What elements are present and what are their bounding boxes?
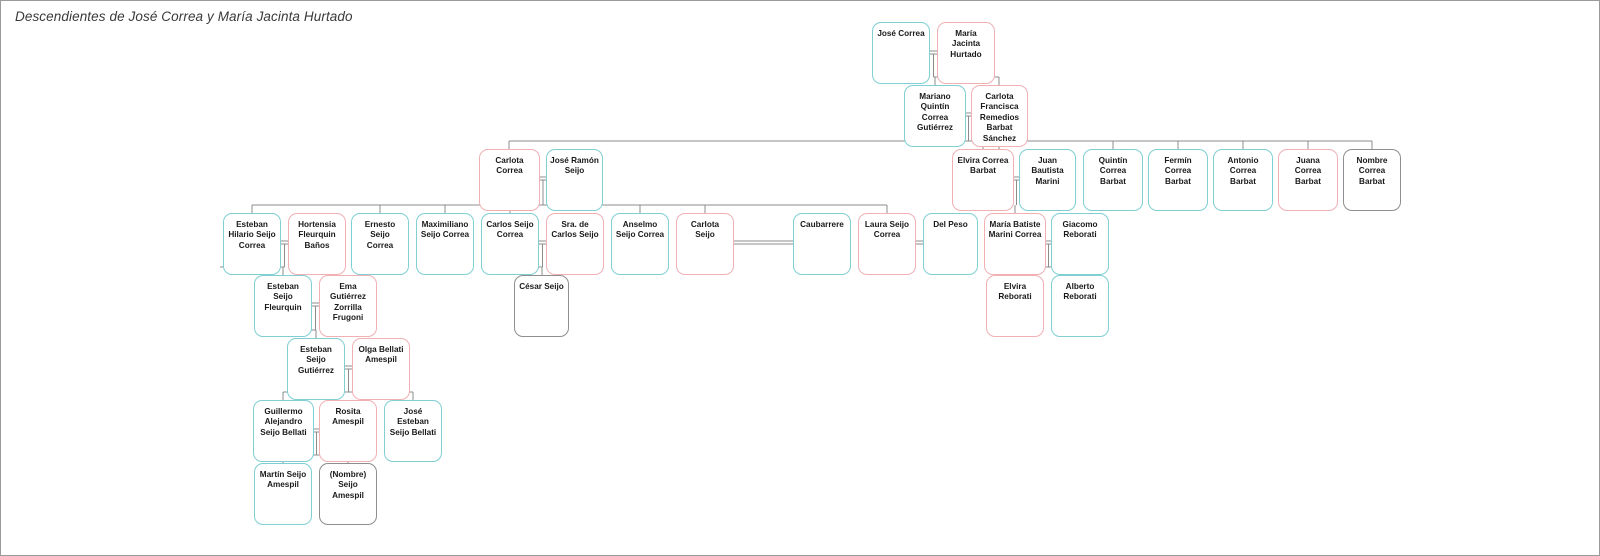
person-node[interactable]: Juana Correa Barbat [1278,149,1338,211]
person-node[interactable]: María Batiste Marini Correa [984,213,1046,275]
person-node[interactable]: Quintín Correa Barbat [1083,149,1143,211]
person-node[interactable]: Carlota Francisca Remedios Barbat Sánche… [971,85,1028,147]
person-name-label: Laura Seijo Correa [864,220,910,240]
person-node[interactable]: Esteban Hilario Seijo Correa [223,213,281,275]
person-node[interactable]: Alberto Reborati [1051,275,1109,337]
person-name-label: Maximiliano Seijo Correa [420,220,470,240]
person-node[interactable]: José Ramón Seijo [546,149,603,211]
person-name-label: César Seijo [519,282,564,291]
person-node[interactable]: Mariano Quintín Correa Gutiérrez [904,85,966,147]
person-name-label: Guillermo Alejandro Seijo Bellati [260,407,307,437]
person-node[interactable]: Nombre Correa Barbat [1343,149,1401,211]
person-name-label: Carlota Correa [495,156,524,176]
person-name-label: Esteban Seijo Fleurquin [264,282,302,312]
person-node[interactable]: (Nombre) Seijo Amespil [319,463,377,525]
person-node[interactable]: César Seijo [514,275,569,337]
person-node[interactable]: Esteban Seijo Gutiérrez [287,338,345,400]
person-name-label: Giacomo Reborati [1062,220,1098,240]
person-node[interactable]: José Esteban Seijo Bellati [384,400,442,462]
person-name-label: Sra. de Carlos Seijo [551,220,599,240]
person-name-label: Nombre Correa Barbat [1356,156,1388,186]
person-name-label: María Batiste Marini Correa [988,220,1042,240]
person-name-label: Hortensia Fleurquin Baños [298,220,336,250]
person-node[interactable]: Maximiliano Seijo Correa [416,213,474,275]
person-node[interactable]: Caubarrere [793,213,851,275]
person-node[interactable]: Carlota Seijo [676,213,734,275]
person-name-label: Mariano Quintín Correa Gutiérrez [917,92,953,133]
person-node[interactable]: José Correa [872,22,930,84]
person-name-label: Antonio Correa Barbat [1227,156,1259,186]
person-name-label: María Jacinta Hurtado [950,29,982,59]
person-name-label: Ernesto Seijo Correa [364,220,396,250]
person-node[interactable]: Del Peso [923,213,978,275]
person-name-label: Del Peso [933,220,968,229]
person-node[interactable]: Elvira Correa Barbat [952,149,1014,211]
person-name-label: Carlos Seijo Correa [486,220,534,240]
person-name-label: Elvira Reborati [998,282,1032,302]
person-node[interactable]: Giacomo Reborati [1051,213,1109,275]
person-name-label: José Correa [877,29,925,38]
person-node[interactable]: Rosita Amespil [319,400,377,462]
person-name-label: Carlota Francisca Remedios Barbat Sánche… [979,92,1020,143]
person-name-label: Quintín Correa Barbat [1098,156,1128,186]
person-node[interactable]: Esteban Seijo Fleurquin [254,275,312,337]
person-name-label: (Nombre) Seijo Amespil [329,470,367,500]
person-node[interactable]: Carlos Seijo Correa [481,213,539,275]
person-node[interactable]: Anselmo Seijo Correa [611,213,669,275]
person-name-label: Rosita Amespil [332,407,364,427]
person-name-label: Martín Seijo Amespil [259,470,307,490]
person-node[interactable]: Laura Seijo Correa [858,213,916,275]
person-name-label: Fermín Correa Barbat [1164,156,1192,186]
person-name-label: Ema Gutiérrez Zorrilla Frugoni [330,282,366,323]
person-node[interactable]: María Jacinta Hurtado [937,22,995,84]
person-node[interactable]: Antonio Correa Barbat [1213,149,1273,211]
person-name-label: José Esteban Seijo Bellati [389,407,437,437]
person-node[interactable]: Martín Seijo Amespil [254,463,312,525]
person-name-label: Carlota Seijo [690,220,720,240]
person-node[interactable]: Hortensia Fleurquin Baños [288,213,346,275]
person-node[interactable]: Ernesto Seijo Correa [351,213,409,275]
person-node[interactable]: Ema Gutiérrez Zorrilla Frugoni [319,275,377,337]
person-node[interactable]: Carlota Correa [479,149,540,211]
person-name-label: Juan Bautista Marini [1031,156,1064,186]
person-node[interactable]: Sra. de Carlos Seijo [546,213,604,275]
person-node[interactable]: Elvira Reborati [986,275,1044,337]
person-name-label: Olga Bellati Amespil [358,345,404,365]
person-name-label: Esteban Hilario Seijo Correa [228,220,276,250]
person-node[interactable]: Juan Bautista Marini [1019,149,1076,211]
person-name-label: Alberto Reborati [1063,282,1097,302]
person-node[interactable]: Guillermo Alejandro Seijo Bellati [253,400,314,462]
person-name-label: Esteban Seijo Gutiérrez [298,345,334,375]
person-node[interactable]: Fermín Correa Barbat [1148,149,1208,211]
person-name-label: Anselmo Seijo Correa [615,220,665,240]
person-name-label: Juana Correa Barbat [1294,156,1322,186]
person-name-label: Caubarrere [800,220,844,229]
person-name-label: José Ramón Seijo [550,156,599,176]
page-title: Descendientes de José Correa y María Jac… [15,9,353,24]
person-name-label: Elvira Correa Barbat [957,156,1009,176]
person-node[interactable]: Olga Bellati Amespil [352,338,410,400]
